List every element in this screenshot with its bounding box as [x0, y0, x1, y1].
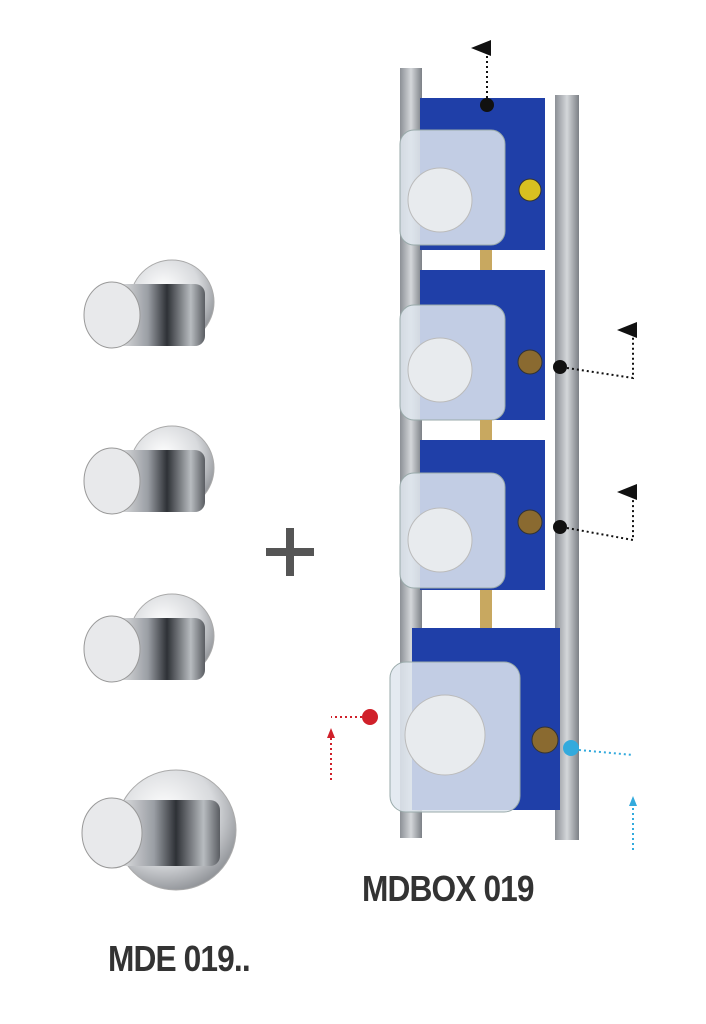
valve-box-1	[399, 98, 545, 250]
thermostatic-knob-2	[83, 425, 215, 515]
trim-model-label: MDE 019..	[108, 938, 251, 979]
thermostatic-knob-3	[83, 593, 215, 683]
cold-inlet-arrow	[563, 740, 637, 850]
thermostatic-box	[389, 628, 560, 813]
connector-pipe	[480, 590, 492, 630]
outlet-top-arrow	[471, 40, 494, 112]
valve-box-3	[399, 440, 545, 590]
outlet-3-arrow	[553, 484, 637, 542]
plus-icon	[266, 528, 314, 576]
thermostatic-knob-main	[81, 769, 237, 891]
hot-inlet-arrow	[327, 709, 378, 780]
valve-box-2	[399, 270, 545, 421]
outlet-2-arrow	[553, 322, 637, 380]
box-model-label: MDBOX 019	[362, 868, 535, 909]
thermostatic-knob-1	[83, 259, 215, 349]
